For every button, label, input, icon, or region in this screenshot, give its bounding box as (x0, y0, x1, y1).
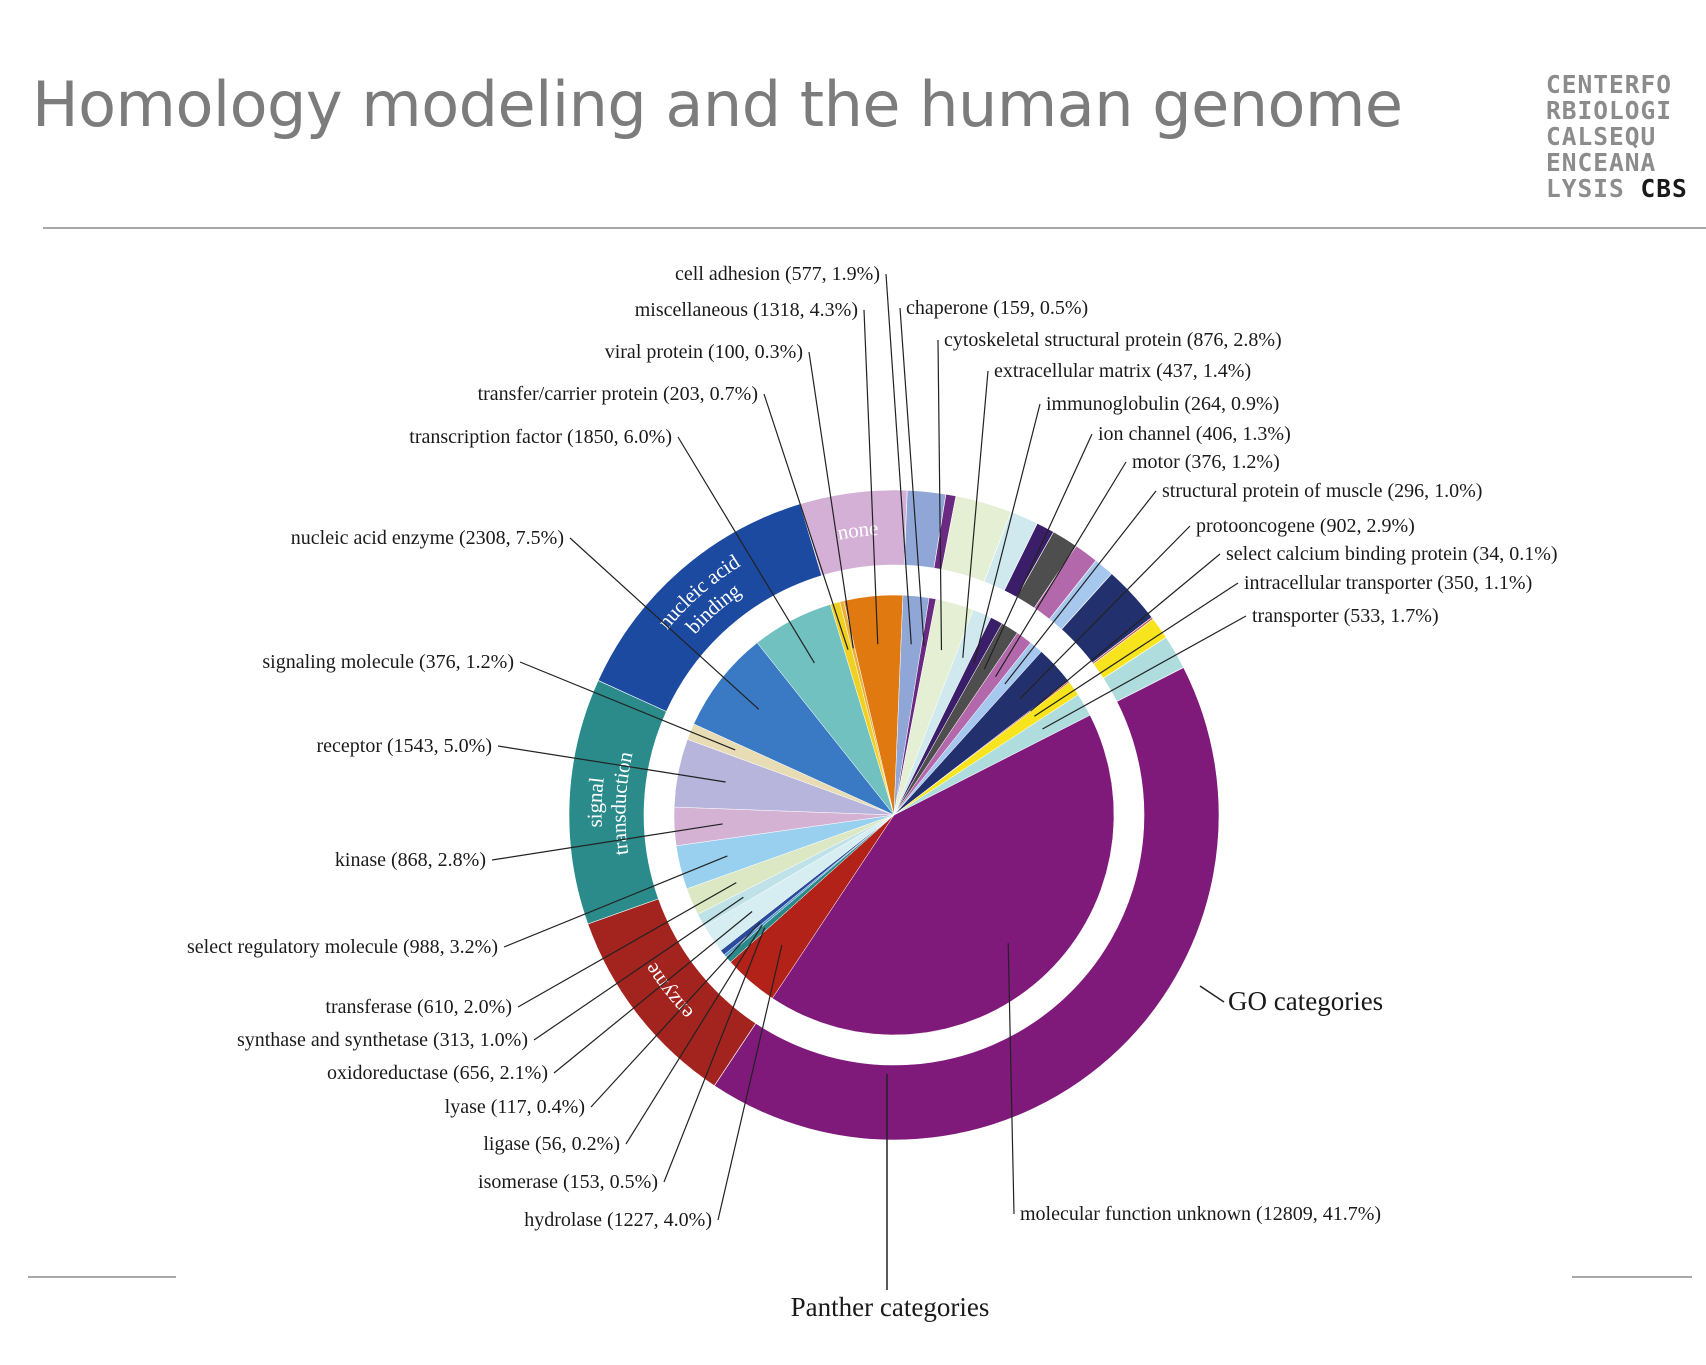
slice-label: ligase (56, 0.2%) (483, 1133, 620, 1155)
outer-ring-segment (713, 667, 1220, 1141)
cbs-logo: CENTERFO RBIOLOGI CALSEQU ENCEANA LYSIS … (1546, 72, 1688, 202)
slice-label: ion channel (406, 1.3%) (1098, 423, 1291, 445)
slice-label: miscellaneous (1318, 4.3%) (635, 299, 858, 321)
leader-line (885, 273, 912, 645)
slice-label: select regulatory molecule (988, 3.2%) (187, 936, 498, 958)
slice-label: extracellular matrix (437, 1.4%) (994, 360, 1251, 382)
slice-label: transfer/carrier protein (203, 0.7%) (478, 383, 758, 405)
pie-slice (693, 642, 895, 816)
slice-label: chaperone (159, 0.5%) (906, 297, 1088, 319)
ring-captions: GO categories Panther categories (791, 985, 1383, 1322)
leader-line (763, 393, 849, 650)
page-title: Homology modeling and the human genome (32, 68, 1403, 141)
slice-labels: molecular function unknown (12809, 41.7%… (187, 263, 1558, 1231)
logo-mark: CBS (1640, 174, 1688, 203)
leader-line (625, 924, 763, 1145)
outer-ring-segment (1102, 636, 1184, 702)
leader-line (663, 927, 766, 1183)
slice-label: cell adhesion (577, 1.9%) (675, 263, 880, 285)
logo-line: LYSIS CBS (1546, 176, 1688, 202)
logo-line: RBIOLOGI (1546, 96, 1673, 125)
slice-label: receptor (1543, 5.0%) (317, 735, 493, 757)
leader-line (503, 855, 728, 948)
slice-label: kinase (868, 2.8%) (335, 849, 486, 871)
pie-slice (771, 714, 1115, 1036)
leader-line (497, 745, 726, 783)
outer-ring-label: signal (582, 776, 608, 828)
leader-line (569, 537, 760, 710)
slice-label: protooncogene (902, 2.9%) (1196, 515, 1415, 537)
leader-line (677, 436, 815, 664)
leader-line (717, 944, 783, 1221)
panther-categories-caption: Panther categories (791, 1292, 990, 1322)
leader-line (1030, 553, 1221, 712)
leader-line (1019, 525, 1191, 700)
leader-line (1007, 943, 1015, 1215)
outer-ring (568, 489, 1220, 1141)
go-categories-caption: GO categories (1228, 986, 1383, 1016)
leader-line (553, 911, 753, 1074)
footer-divider-left (28, 1276, 176, 1278)
slice-label: oxidoreductase (656, 2.1%) (327, 1062, 548, 1084)
leader-line (995, 461, 1127, 677)
leader-line (590, 921, 761, 1108)
slice-label: transporter (533, 1.7%) (1252, 605, 1439, 627)
slice-label: intracellular transporter (350, 1.1%) (1244, 572, 1532, 594)
slice-label: immunoglobulin (264, 0.9%) (1046, 393, 1279, 415)
leader-line (973, 403, 1041, 664)
slice-label: transcription factor (1850, 6.0%) (409, 426, 672, 448)
slice-label: lyase (117, 0.4%) (445, 1096, 585, 1118)
leader-line (899, 307, 925, 647)
leader-line (863, 309, 879, 645)
slice-label: synthase and synthetase (313, 1.0%) (237, 1029, 528, 1051)
slice-label: isomerase (153, 0.5%) (478, 1171, 658, 1193)
slice-label: motor (376, 1.2%) (1132, 451, 1280, 473)
leader-line (962, 370, 989, 658)
slice-label: select calcium binding protein (34, 0.1%… (1226, 543, 1558, 565)
slice-label: cytoskeletal structural protein (876, 2.… (944, 329, 1282, 351)
leader-line (983, 433, 1093, 670)
leader-line (491, 823, 723, 861)
slice-label: nucleic acid enzyme (2308, 7.5%) (291, 527, 564, 549)
leader-line (808, 351, 854, 649)
header-divider (43, 227, 1706, 229)
logo-line: ENCEANA (1546, 148, 1657, 177)
logo-line: CENTERFO (1546, 70, 1673, 99)
leader-line (937, 339, 943, 651)
leader-line (533, 896, 744, 1041)
go-caption-leader (1199, 985, 1225, 1003)
leader-line (1034, 582, 1239, 717)
leader-line (517, 882, 737, 1008)
slice-label: transferase (610, 2.0%) (325, 996, 512, 1018)
logo-line-text: LYSIS (1546, 174, 1625, 203)
leader-lines (491, 273, 1247, 1221)
slice-label: signaling molecule (376, 1.2%) (262, 651, 514, 673)
leader-line (519, 661, 736, 751)
slice-label: molecular function unknown (12809, 41.7%… (1020, 1203, 1381, 1225)
pie-slice (893, 694, 1091, 816)
leader-line (1004, 490, 1157, 685)
footer-divider-right (1572, 1276, 1692, 1278)
slice-label: viral protein (100, 0.3%) (605, 341, 803, 363)
slice-label: structural protein of muscle (296, 1.0%) (1162, 480, 1482, 502)
logo-line: CALSEQU (1546, 122, 1657, 151)
slice-label: hydrolase (1227, 4.0%) (524, 1209, 712, 1231)
inner-pie (673, 594, 1115, 1036)
leader-line (1042, 615, 1247, 730)
